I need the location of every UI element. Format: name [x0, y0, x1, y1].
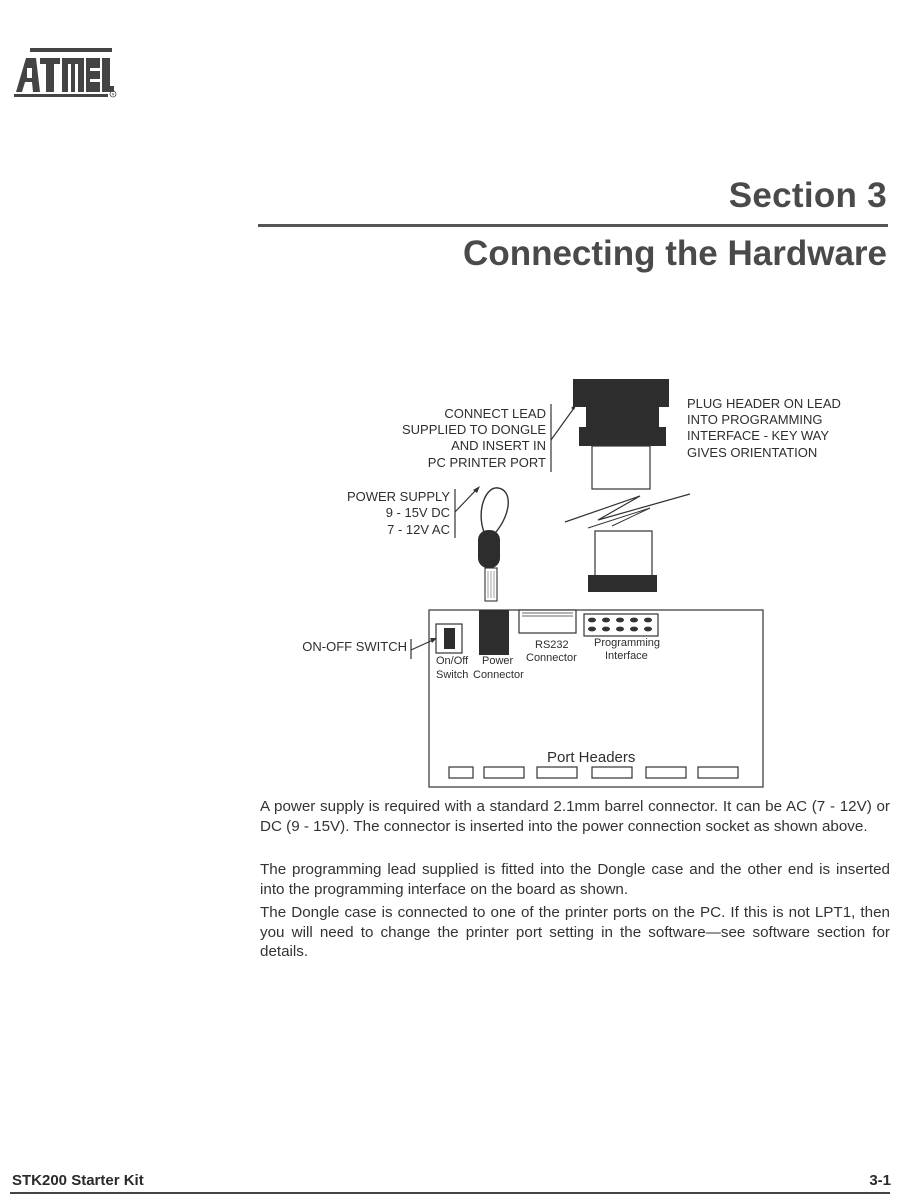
dongle-plug [573, 379, 669, 490]
svg-text:Switch: Switch [436, 669, 468, 681]
port-header-blocks [448, 766, 739, 779]
header-rule [258, 224, 888, 227]
rs232-connector [518, 609, 577, 634]
footer-rule [10, 1192, 890, 1194]
power-plug [478, 487, 509, 602]
svg-text:On/Off: On/Off [436, 655, 469, 667]
plug-header-callout: PLUG HEADER ON LEAD INTO PROGRAMMING INT… [687, 396, 841, 460]
port-header-1 [448, 766, 474, 779]
rs232-label: RS232 Connector [526, 639, 577, 664]
paragraph-power-supply: A power supply is required with a standa… [260, 798, 890, 835]
page-number: 3-1 [869, 1172, 891, 1189]
svg-text:PLUG HEADER ON LEAD: PLUG HEADER ON LEAD [687, 396, 841, 411]
port-header-4 [591, 766, 633, 779]
port-header-2 [483, 766, 525, 779]
svg-text:GIVES ORIENTATION: GIVES ORIENTATION [687, 445, 817, 460]
programming-interface-label: Programming Interface [594, 637, 660, 662]
connection-zigzag [564, 493, 691, 523]
section-label: Section 3 [728, 176, 887, 215]
svg-text:CONNECT LEAD: CONNECT LEAD [444, 406, 546, 421]
connect-lead-callout: CONNECT LEAD SUPPLIED TO DONGLE AND INSE… [402, 406, 546, 470]
power-supply-callout: POWER SUPPLY 9 - 15V DC 7 - 12V AC [347, 489, 450, 537]
chapter-title: Connecting the Hardware [463, 234, 887, 273]
svg-text:PC PRINTER PORT: PC PRINTER PORT [428, 455, 546, 470]
on-off-label: On/Off Switch [436, 655, 469, 681]
svg-text:Connector: Connector [526, 652, 577, 664]
svg-text:INTO PROGRAMMING: INTO PROGRAMMING [687, 412, 823, 427]
power-connector-label: Power Connector [473, 655, 524, 681]
atmel-logo: R [14, 48, 117, 98]
paragraph-dongle-case: The Dongle case is connected to one of t… [260, 904, 890, 960]
svg-text:Connector: Connector [473, 669, 524, 681]
on-off-switch [435, 623, 463, 654]
port-header-6 [697, 766, 739, 779]
svg-text:POWER SUPPLY: POWER SUPPLY [347, 489, 450, 504]
svg-text:Programming: Programming [594, 637, 660, 649]
svg-text:AND INSERT IN: AND INSERT IN [451, 438, 546, 453]
svg-text:7 - 12V AC: 7 - 12V AC [387, 522, 450, 537]
svg-text:Power: Power [482, 655, 514, 667]
port-header-3 [536, 766, 578, 779]
programming-interface-header [583, 613, 659, 637]
on-off-callout: ON-OFF SWITCH [302, 639, 407, 654]
svg-text:9 - 15V DC: 9 - 15V DC [386, 505, 450, 520]
footer-title: STK200 Starter Kit [12, 1172, 144, 1189]
svg-text:RS232: RS232 [535, 639, 569, 651]
power-connector [479, 610, 509, 655]
port-headers-label: Port Headers [547, 749, 635, 766]
port-header-5 [645, 766, 687, 779]
svg-text:R: R [112, 92, 115, 97]
programming-header-socket [588, 530, 657, 592]
svg-text:SUPPLIED TO DONGLE: SUPPLIED TO DONGLE [402, 422, 546, 437]
svg-text:INTERFACE - KEY WAY: INTERFACE - KEY WAY [687, 428, 829, 443]
svg-text:Interface: Interface [605, 650, 648, 662]
paragraph-programming-lead: The programming lead supplied is fitted … [260, 861, 890, 898]
